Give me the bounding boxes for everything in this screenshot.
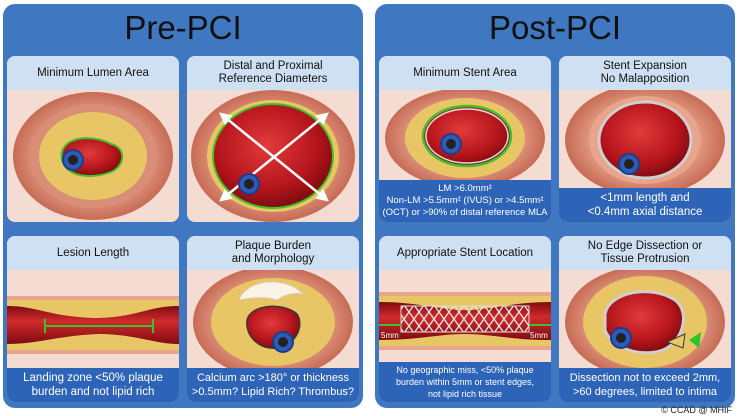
caption-line: burden within 5mm or stent edges, (395, 377, 535, 387)
credit-line: © CCAD @ MHIF (661, 405, 732, 415)
dissection-flap (665, 333, 686, 349)
edge-dissection-illustration (565, 270, 725, 368)
card-title: No Edge Dissection or Tissue Protrusion (559, 236, 731, 270)
caption-line: Landing zone <50% plaque (23, 372, 163, 384)
dissection-pointer (689, 332, 701, 348)
minimum-lumen-area-illustration (13, 92, 173, 220)
caption-line: <1mm length and (600, 192, 690, 204)
stent-expansion-illustration (565, 90, 725, 188)
pre-pci-panel: Pre-PCI Minimum Lumen Area Distal and Pr… (3, 4, 363, 408)
card-title-line: Distal and Proximal (223, 60, 323, 72)
caption-line: (OCT) or >90% of distal reference MLA (382, 207, 548, 218)
pre-pci-title: Pre-PCI (124, 9, 242, 46)
card-reference-diameters: Distal and Proximal Reference Diameters (187, 56, 359, 222)
post-pci-title: Post-PCI (488, 9, 622, 46)
card-title-line: Appropriate Stent Location (396, 246, 534, 259)
caption-line: burden and not lipid rich (31, 386, 155, 398)
card-title: Appropriate Stent Location (379, 236, 551, 270)
margin-label-right: 5mm (530, 331, 548, 340)
card-title-line: Lesion Length (56, 246, 130, 259)
caption-line: Calcium arc >180° or thickness (196, 372, 350, 384)
plaque-bottom (7, 334, 179, 350)
minimum-stent-area-illustration (385, 90, 545, 180)
stent-lumen (597, 100, 693, 180)
caption-line: Dissection not to exceed 2mm, (569, 372, 721, 384)
post-pci-panel: Post-PCI Minimum Stent Area LM >6.0mm² N… (375, 4, 735, 408)
card-caption: Dissection not to exceed 2mm, >60 degree… (559, 368, 731, 402)
card-title-line: Reference Diameters (218, 73, 328, 85)
card-minimum-stent-area: Minimum Stent Area LM >6.0mm² Non-LM >5.… (379, 56, 551, 222)
stent-location-illustration: 5mm 5mm (379, 292, 551, 350)
caption-line: >0.5mm? Lipid Rich? Thrombus? (191, 386, 355, 398)
stent-lumen (421, 104, 513, 168)
caption-line: LM >6.0mm² (438, 183, 492, 194)
caption-line: Non-LM >5.5mm² (IVUS) or >4.5mm² (386, 195, 544, 206)
card-stent-location: Appropriate Stent Location 5mm 5mm No ge… (379, 236, 551, 402)
card-caption: <1mm length and <0.4mm axial distance (559, 188, 731, 222)
caption-line: No geographic miss, <50% plaque (396, 365, 534, 375)
reference-diameters-illustration (191, 90, 355, 222)
card-title: Minimum Lumen Area (7, 56, 179, 90)
card-caption: LM >6.0mm² Non-LM >5.5mm² (IVUS) or >4.5… (379, 180, 551, 222)
card-title-line: Plaque Burden (234, 240, 312, 252)
caption-line: >60 degrees, limited to intima (573, 386, 717, 398)
card-caption: No geographic miss, <50% plaque burden w… (379, 362, 551, 402)
caption-line: <0.4mm axial distance (587, 206, 703, 218)
card-title-line: Stent Expansion (603, 60, 687, 72)
card-caption: Landing zone <50% plaque burden and not … (7, 368, 179, 402)
lesion-length-illustration (7, 296, 179, 354)
card-title: Distal and Proximal Reference Diameters (187, 56, 359, 90)
card-caption: Calcium arc >180° or thickness >0.5mm? L… (187, 368, 359, 402)
card-title: Lesion Length (7, 236, 179, 270)
card-title: Minimum Stent Area (379, 56, 551, 90)
caption-line: not lipid rich tissue (427, 389, 503, 399)
card-stent-expansion: Stent Expansion No Malapposition <1mm le… (559, 56, 731, 222)
plaque-top (7, 300, 179, 318)
plaque-burden-illustration (193, 270, 353, 368)
card-title-line: Minimum Lumen Area (37, 66, 149, 79)
card-plaque-burden: Plaque Burden and Morphology Calcium arc… (187, 236, 359, 402)
card-title-line: and Morphology (231, 253, 315, 265)
stent-mesh (400, 305, 530, 333)
card-title: Plaque Burden and Morphology (187, 236, 359, 270)
margin-label-left: 5mm (381, 331, 399, 340)
card-title-line: Tissue Protrusion (600, 253, 690, 265)
card-title-line: No Malapposition (600, 73, 690, 85)
card-minimum-lumen-area: Minimum Lumen Area (7, 56, 179, 222)
card-title-line: Minimum Stent Area (413, 66, 517, 79)
calcium (238, 281, 305, 301)
card-title-line: No Edge Dissection or (587, 240, 703, 252)
card-lesion-length: Lesion Length Landing zone <50% plaque b… (7, 236, 179, 402)
card-edge-dissection: No Edge Dissection or Tissue Protrusion … (559, 236, 731, 402)
card-title: Stent Expansion No Malapposition (559, 56, 731, 90)
